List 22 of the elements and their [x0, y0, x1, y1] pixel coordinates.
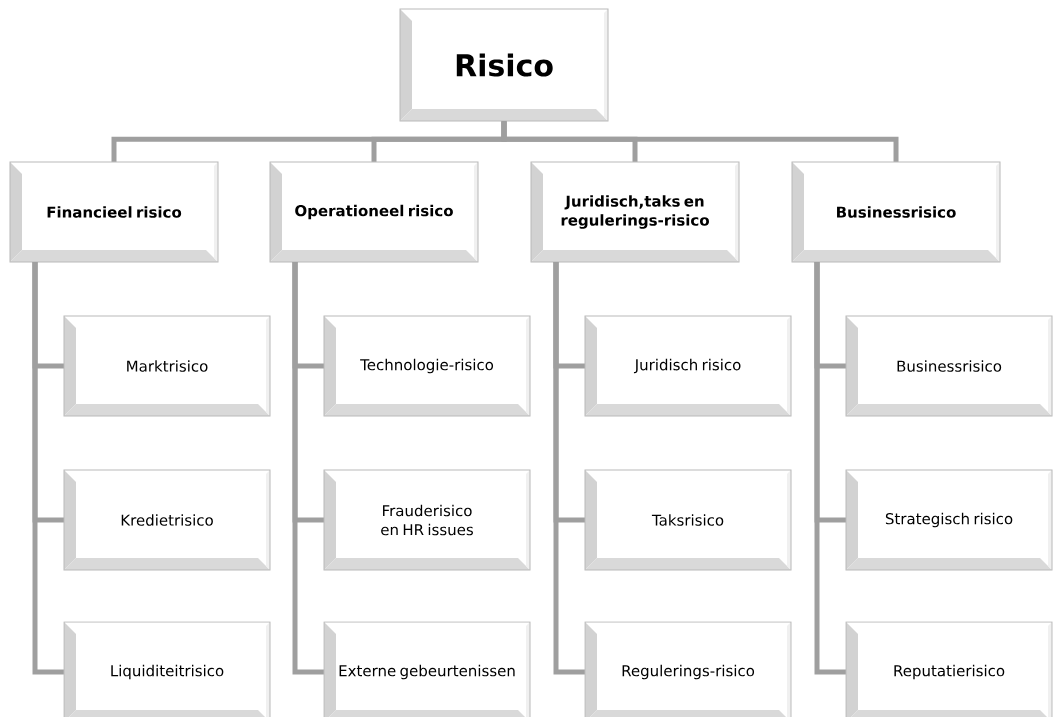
category-box: Juridisch,taks en regulerings-risico: [530, 161, 740, 263]
risk-box: Reputatierisico: [845, 621, 1053, 717]
risk-box: Marktrisico: [63, 315, 271, 417]
category-box: Operationeel risico: [269, 161, 479, 263]
category-box: Financieel risico: [9, 161, 219, 263]
connector-line: [292, 262, 324, 675]
connector-line: [553, 262, 585, 675]
risk-box: Technologie-risico: [323, 315, 531, 417]
risk-box: Strategisch risico: [845, 469, 1053, 571]
risk-box: Kredietrisico: [63, 469, 271, 571]
connector-line: [814, 262, 846, 675]
risk-box: Taksrisico: [584, 469, 792, 571]
risk-box: Frauderisico en HR issues: [323, 469, 531, 571]
connector-line: [501, 121, 899, 162]
root-box: Risico: [399, 8, 609, 122]
connector-line: [32, 262, 64, 675]
risk-box: Regulerings-risico: [584, 621, 792, 717]
risk-box: Liquiditeitrisico: [63, 621, 271, 717]
risk-box: Businessrisico: [845, 315, 1053, 417]
risk-box: Externe gebeurtenissen: [323, 621, 531, 717]
category-box: Businessrisico: [791, 161, 1001, 263]
risk-box: Juridisch risico: [584, 315, 792, 417]
